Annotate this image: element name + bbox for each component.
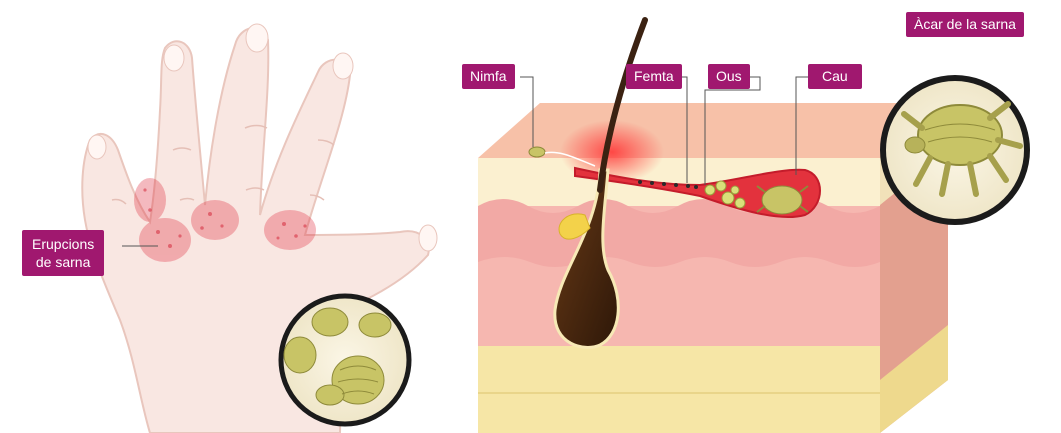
label-feces-text: Femta (634, 68, 674, 84)
hand-mite-magnifier (281, 296, 409, 424)
index-nail (333, 53, 353, 79)
scabies-mite-magnifier (883, 78, 1027, 222)
label-nymph-text: Nimfa (470, 68, 507, 84)
label-feces: Femta (626, 64, 682, 89)
fat-layer (478, 346, 880, 433)
nymph (529, 147, 545, 157)
label-nymph: Nimfa (462, 64, 515, 89)
label-mite: Àcar de la sarna (906, 12, 1024, 37)
hand-illustration (82, 24, 437, 433)
label-eggs-text: Ous (716, 68, 742, 84)
thumb-nail (419, 225, 437, 251)
label-burrow: Cau (808, 64, 862, 89)
label-mite-text: Àcar de la sarna (914, 16, 1016, 32)
label-eggs: Ous (708, 64, 750, 89)
label-burrow-text: Cau (822, 68, 848, 84)
ring-nail (164, 45, 184, 71)
label-rash: Erupcions de sarna (22, 230, 104, 276)
middle-nail (246, 24, 268, 52)
pinky-nail (88, 135, 106, 159)
label-rash-text: Erupcions de sarna (32, 236, 94, 270)
skin-top-surface (478, 103, 948, 158)
